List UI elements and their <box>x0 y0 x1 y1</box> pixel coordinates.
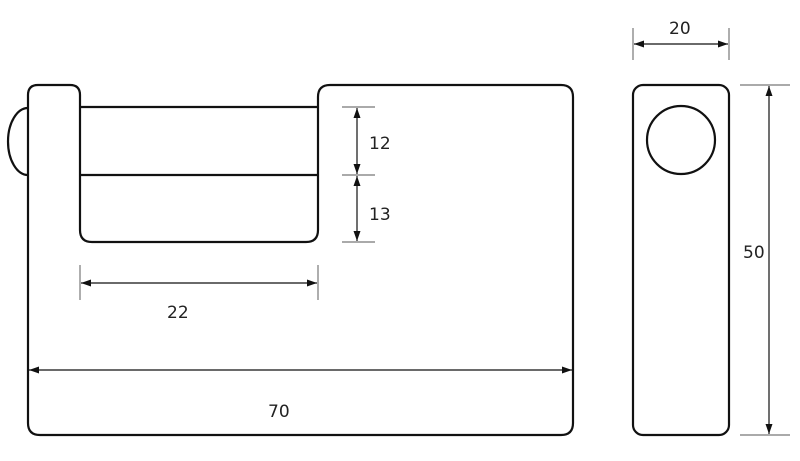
dimension-22: 22 <box>79 265 319 323</box>
dimension-50: 50 <box>740 84 790 436</box>
dimension-70: 70 <box>29 366 572 422</box>
padlock-body-outline <box>26 83 575 437</box>
dimension-label-50: 50 <box>743 243 765 263</box>
shackle-section-circle <box>645 104 717 176</box>
dimension-label-20: 20 <box>669 19 691 39</box>
dimension-label-70: 70 <box>268 402 290 422</box>
dimension-12: 12 <box>342 106 391 176</box>
keyhole-cap <box>6 106 29 177</box>
dimension-label-13: 13 <box>369 205 391 225</box>
dimension-label-12: 12 <box>369 134 391 154</box>
dimension-20: 20 <box>632 19 730 60</box>
padlock-side-outline <box>631 83 731 437</box>
dimension-label-22: 22 <box>167 303 189 323</box>
dimension-13: 13 <box>342 176 391 243</box>
front-view <box>6 83 575 437</box>
side-view <box>631 83 731 437</box>
